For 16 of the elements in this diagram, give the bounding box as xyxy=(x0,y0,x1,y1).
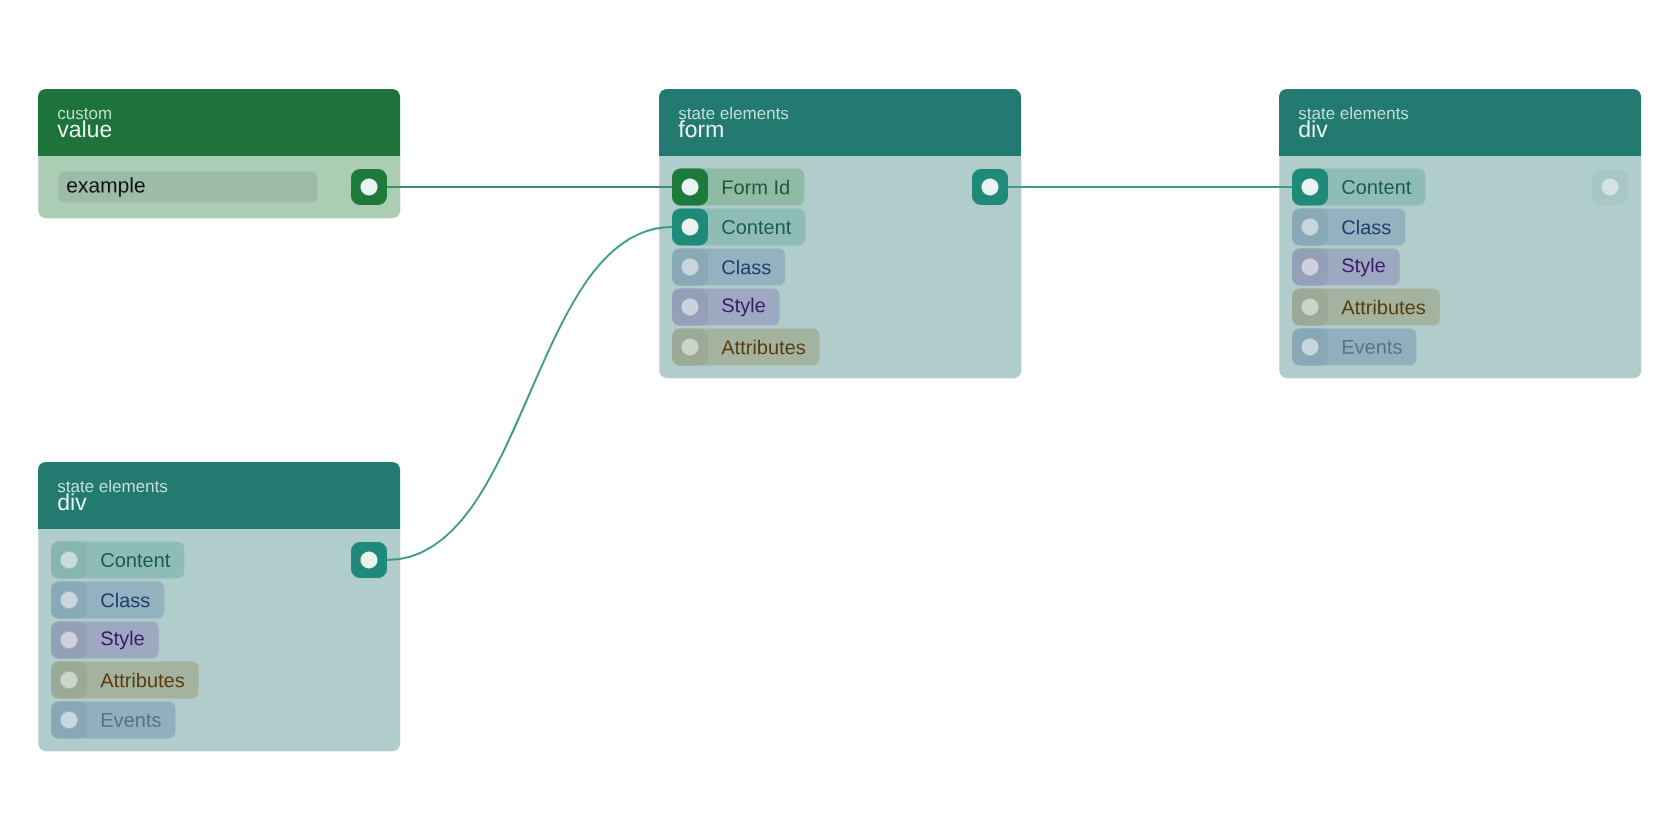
card-title: div xyxy=(58,493,87,511)
output-port-icon xyxy=(1592,169,1628,205)
card-title: value xyxy=(57,120,112,138)
connector-line xyxy=(1007,186,1293,188)
output-port-icon xyxy=(351,169,387,205)
output-port-icon xyxy=(972,169,1008,205)
connector-line xyxy=(386,186,673,188)
input-field: example xyxy=(58,171,318,203)
card-subtitle: state elements xyxy=(57,479,168,493)
card-title: form xyxy=(678,120,723,138)
card-title: div xyxy=(1299,120,1328,138)
card-subtitle: custom xyxy=(58,108,111,120)
connector-line xyxy=(386,226,673,561)
card-subtitle: state elements xyxy=(678,106,789,120)
output-port-icon xyxy=(351,542,387,578)
card-subtitle: state elements xyxy=(1298,106,1409,120)
